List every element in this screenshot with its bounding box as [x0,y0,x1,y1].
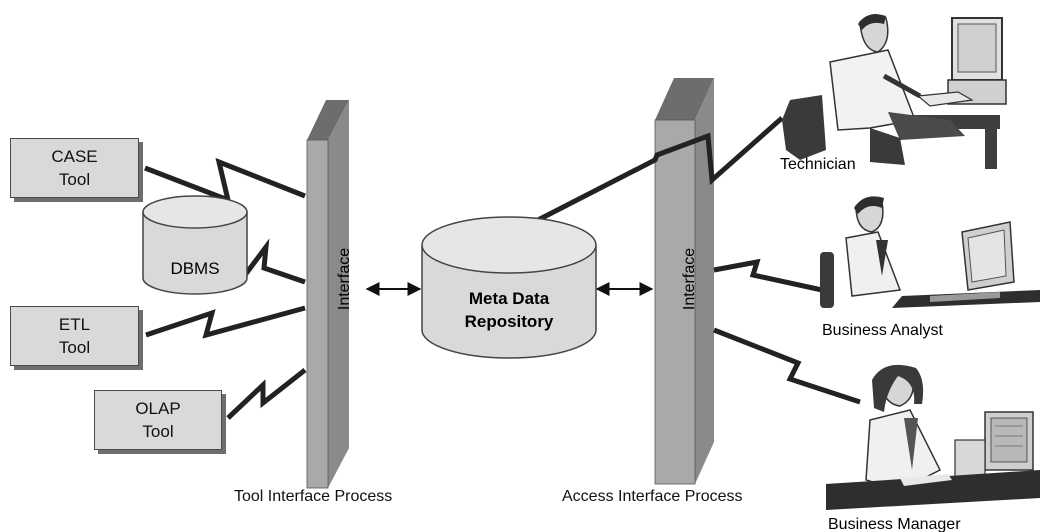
business-analyst-illustration [820,196,1040,308]
technician-illustration [782,14,1007,169]
tool-interface-label: Interface [336,248,353,310]
etl-tool-box: ETL Tool [10,306,139,366]
olap-tool-box: OLAP Tool [94,390,222,450]
dbms-connector [243,238,306,285]
dbms-cylinder: DBMS [142,195,248,295]
tool-interface-process-caption: Tool Interface Process [234,488,393,505]
manager-label: Business Manager [828,516,961,532]
access-interface-panel: Interface [654,78,714,485]
case-tool-connector [144,157,306,205]
olap-tool-label-line1: OLAP [135,399,181,418]
case-tool-label-line2: Tool [58,170,91,189]
repository-technician-connector [536,116,784,223]
analyst-label: Business Analyst [822,322,944,339]
technician-label: Technician [780,156,856,173]
access-interface-label: Interface [681,248,698,310]
access-interface-process-caption: Access Interface Process [562,488,743,505]
business-manager-illustration [826,364,1040,510]
repository-label-line1: Meta Data [469,289,550,308]
olap-tool-connector [226,368,307,420]
dbms-label: DBMS [170,259,219,278]
tool-interface-panel: Interface [306,100,353,489]
etl-tool-label-line1: ETL [58,315,91,334]
etl-tool-label-line2: Tool [58,338,91,357]
case-tool-box: CASE Tool [10,138,139,198]
etl-tool-connector [145,305,306,339]
repository-cylinder: Meta Data Repository [421,216,597,359]
olap-tool-label-line2: Tool [142,422,174,441]
analyst-connector [713,258,823,293]
manager-connector [713,327,861,405]
case-tool-label-line1: CASE [51,147,98,166]
repository-label-line2: Repository [465,312,554,331]
